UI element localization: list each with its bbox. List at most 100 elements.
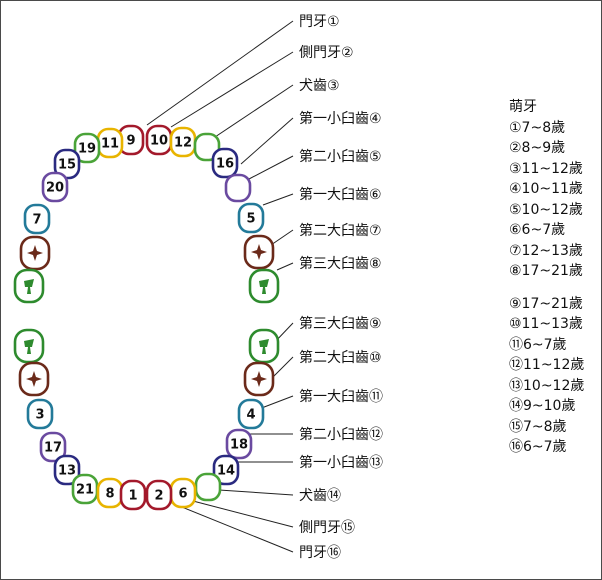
legend-item: ②8~9歲 (509, 140, 566, 156)
tooth-outline (23, 203, 51, 235)
tooth-number: 4 (246, 408, 255, 423)
tooth-outline (73, 132, 101, 164)
leader-line (240, 117, 294, 165)
tooth-outline (211, 147, 239, 179)
tooth: 7 (23, 203, 51, 235)
legend-item: ⑩11~13歲 (509, 316, 583, 332)
leader-line (146, 20, 294, 126)
tooth-outline (119, 479, 147, 511)
legend-item: ③11~12歲 (509, 160, 583, 177)
leader-line (258, 395, 294, 410)
tooth: 11 (96, 127, 124, 159)
tooth-number: 21 (76, 483, 94, 498)
tooth (193, 132, 221, 162)
tooth (13, 268, 45, 304)
leader-line (218, 489, 294, 496)
tooth-label: 第一小臼齒⑬ (299, 454, 383, 471)
fissure-star-icon (251, 371, 267, 387)
eruption-legend: 萌牙 ①7~8歲 ②8~9歲 ③11~12歲 ④10~11歲 ⑤10~12歲 ⑥… (509, 97, 584, 458)
tooth: 12 (169, 126, 197, 158)
molar-mark-icon (259, 339, 269, 354)
tooth-label: 門牙⑯ (299, 545, 341, 561)
tooth: 1 (119, 479, 147, 511)
tooth (224, 173, 252, 203)
tooth-label: 側門牙⑮ (299, 520, 355, 536)
tooth-label: 第二小臼齒⑤ (299, 148, 382, 165)
tooth: 18 (225, 428, 253, 460)
tooth: 8 (96, 477, 124, 509)
legend-item: ⑮7~8歲 (509, 418, 567, 435)
tooth-number: 10 (150, 134, 168, 149)
molar-mark-icon (24, 339, 34, 354)
tooth: 4 (237, 398, 265, 430)
tooth-label: 第二大臼齒⑩ (299, 349, 382, 366)
tooth (19, 235, 51, 271)
tooth-number: 8 (105, 487, 114, 502)
fissure-star-icon (27, 245, 43, 261)
tooth-outline (26, 398, 54, 430)
tooth-outline (41, 171, 69, 203)
tooth (248, 328, 280, 364)
tooth-label: 第三大臼齒⑧ (299, 255, 382, 272)
tooth: 14 (212, 454, 240, 486)
tooth-outline (193, 132, 221, 162)
tooth (248, 268, 280, 304)
tooth: 13 (53, 454, 81, 486)
tooth-number: 2 (154, 489, 163, 504)
leader-line (248, 155, 294, 180)
legend-item: ①7~8歲 (509, 119, 566, 136)
tooth: 17 (39, 431, 67, 463)
tooth-number: 13 (58, 464, 76, 479)
tooth-number: 19 (78, 142, 96, 157)
tooth-outline (39, 431, 67, 463)
tooth-number: 12 (174, 136, 192, 151)
tooth (243, 234, 275, 270)
tooth (194, 472, 222, 502)
tooth-number: 20 (46, 181, 64, 196)
legend-item: ⑦12~13歲 (509, 242, 583, 259)
tooth-number: 14 (217, 464, 235, 479)
legend-item: ⑤10~12歲 (509, 201, 583, 218)
tooth-outline (53, 454, 81, 486)
tooth-number: 11 (101, 137, 119, 152)
leader-line (262, 193, 294, 206)
legend-spacer (509, 282, 584, 294)
tooth-label: 門牙① (299, 14, 340, 30)
legend-item: ⑥6~7歲 (509, 222, 566, 238)
tooth-label: 犬齒⑭ (299, 488, 341, 504)
tooth-number: 7 (32, 213, 41, 228)
tooth: 15 (53, 148, 81, 180)
tooth-number: 17 (44, 441, 62, 456)
tooth-outline (212, 454, 240, 486)
tooth-number: 9 (126, 134, 135, 149)
tooth-number: 15 (58, 158, 76, 173)
legend-item: ⑨17~21歲 (509, 295, 583, 312)
leader-line (270, 229, 294, 246)
legend-item: ⑬10~12歲 (509, 377, 585, 394)
leader-line (166, 500, 294, 553)
tooth (13, 328, 45, 364)
tooth-label: 第二小臼齒⑫ (299, 426, 383, 443)
tooth: 10 (145, 124, 173, 156)
legend-item: ⑫11~12歲 (509, 357, 585, 373)
legend-item: ⑯6~7歲 (509, 439, 567, 455)
fissure-star-icon (26, 371, 42, 387)
leader-line (276, 262, 294, 271)
tooth-number: 3 (35, 408, 44, 423)
leader-line (214, 84, 294, 138)
tooth-number: 18 (230, 438, 248, 453)
tooth-label: 第三大臼齒⑨ (299, 315, 382, 332)
molar-mark-icon (24, 279, 34, 294)
tooth-outline (237, 398, 265, 430)
tooth: 21 (71, 473, 99, 505)
tooth (18, 361, 50, 397)
tooth: 19 (73, 132, 101, 164)
fissure-star-icon (251, 244, 267, 260)
tooth-number: 16 (216, 157, 234, 172)
legend-title: 萌牙 (509, 99, 537, 115)
legend-item: ⑭9~10歲 (509, 398, 576, 414)
tooth-label: 側門牙② (299, 45, 354, 61)
tooth (243, 361, 275, 397)
